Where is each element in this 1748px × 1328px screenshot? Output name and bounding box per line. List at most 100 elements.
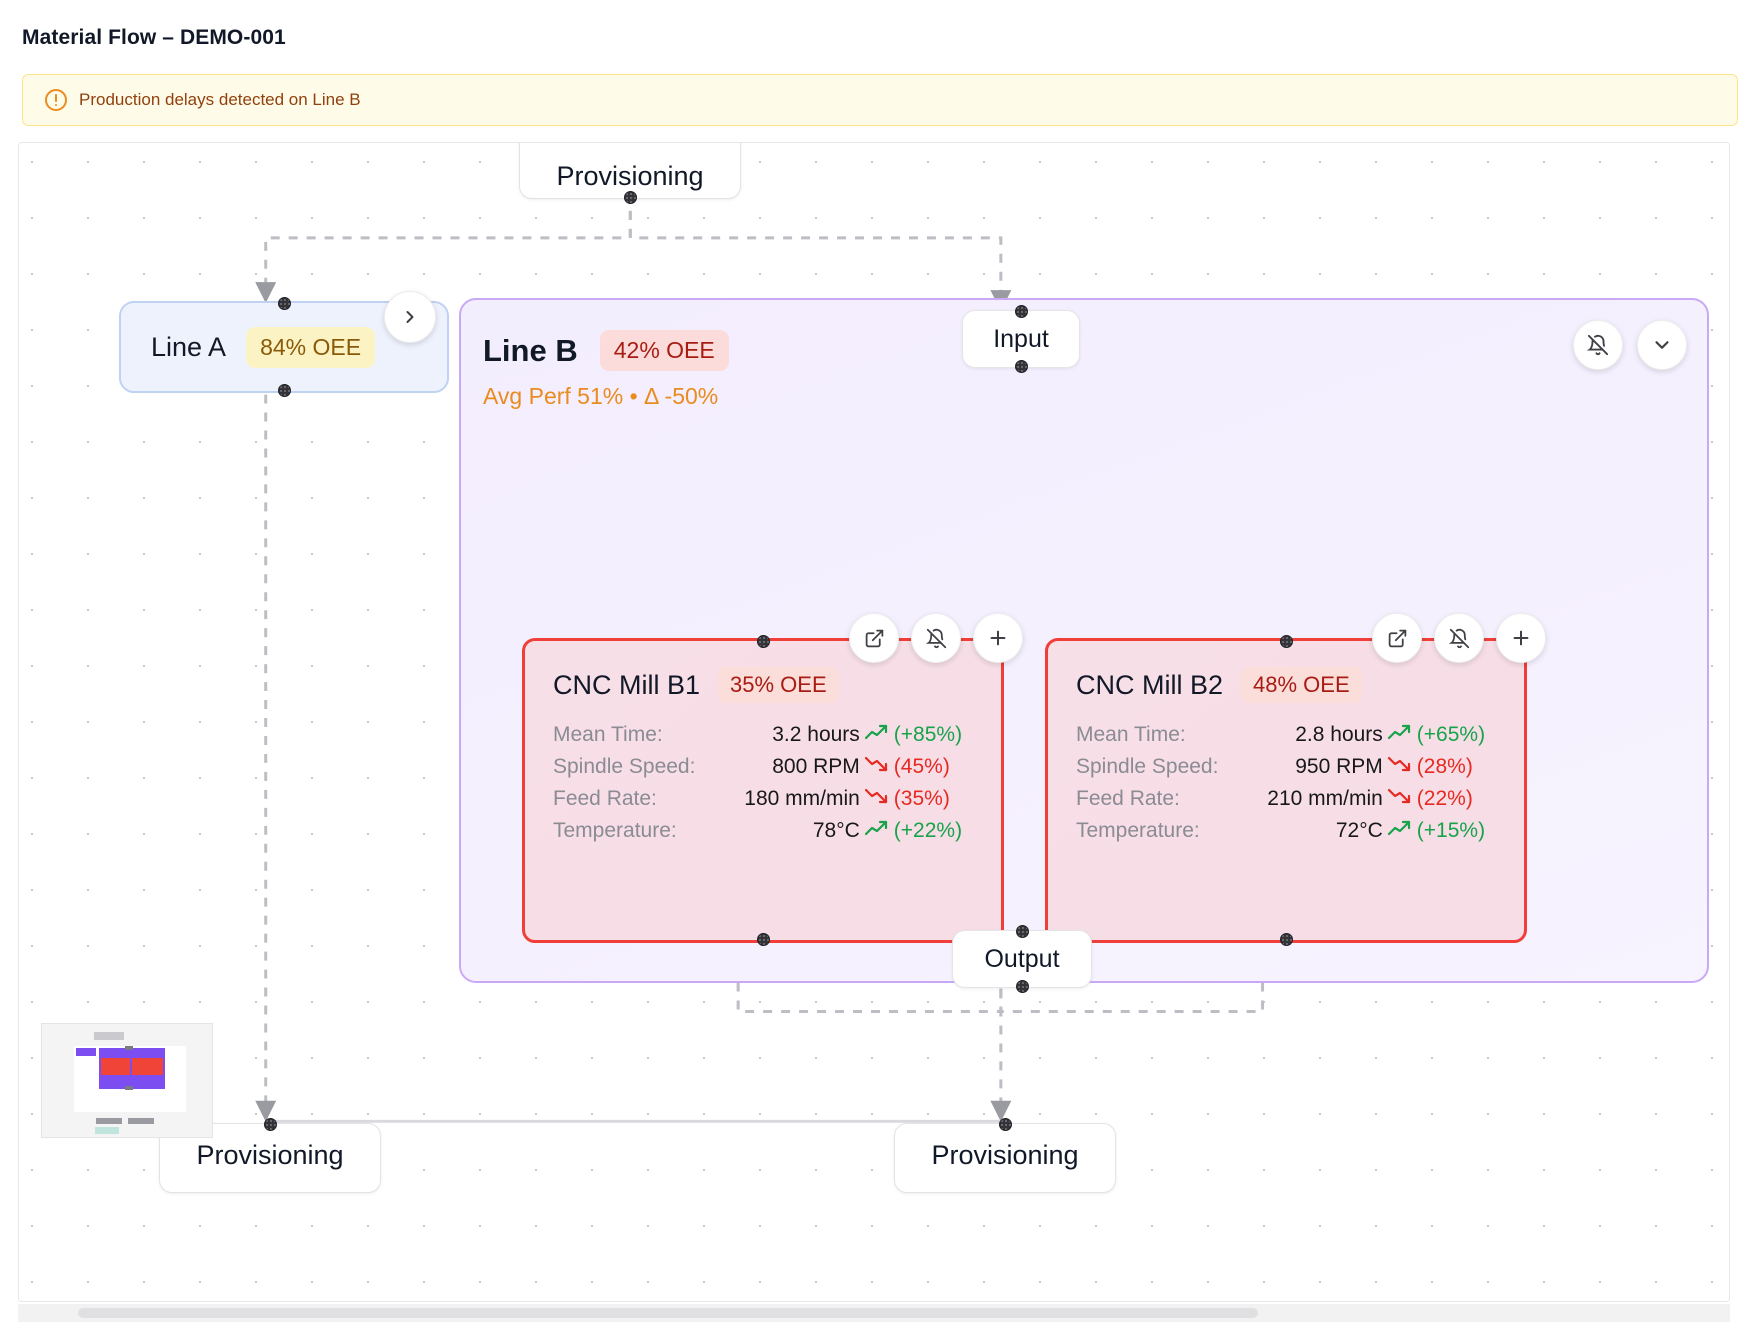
- horizontal-scrollbar[interactable]: [18, 1304, 1730, 1322]
- metric-label: Feed Rate:: [553, 787, 657, 810]
- node-handle-top[interactable]: [999, 1118, 1012, 1131]
- metric-row: Feed Rate: 210 mm/min (22%): [1076, 783, 1498, 815]
- machine-oee-badge: 48% OEE: [1241, 667, 1362, 703]
- metric-label: Mean Time:: [553, 723, 663, 746]
- node-output[interactable]: Output: [952, 925, 1092, 993]
- machine-title: CNC Mill B1: [553, 669, 701, 700]
- machine-title: CNC Mill B2: [1076, 669, 1224, 700]
- metric-label: Spindle Speed:: [1076, 755, 1219, 778]
- node-handle-bottom[interactable]: [1016, 980, 1029, 993]
- minimap[interactable]: [41, 1023, 213, 1138]
- minimap-viewport: [74, 1046, 186, 1112]
- metric-label: Spindle Speed:: [553, 755, 696, 778]
- metrics-table: Mean Time: 3.2 hours (+85%) Spindle Spee…: [553, 719, 975, 847]
- metric-row: Feed Rate: 180 mm/min (35%): [553, 783, 975, 815]
- minimap-node: [95, 1127, 119, 1134]
- metric-value: 180 mm/min: [744, 787, 860, 810]
- node-handle-bottom[interactable]: [278, 384, 291, 397]
- metric-value: 2.8 hours: [1295, 723, 1383, 746]
- metric-delta: (22%): [1416, 787, 1473, 810]
- metric-label: Temperature:: [1076, 819, 1200, 842]
- mute-notifications-button[interactable]: [1434, 613, 1484, 663]
- scrollbar-thumb[interactable]: [78, 1308, 1258, 1318]
- chevron-down-icon: [1655, 341, 1669, 349]
- add-node-button[interactable]: [973, 613, 1023, 663]
- node-label: Input: [993, 324, 1049, 353]
- metric-delta: (35%): [893, 787, 950, 810]
- metric-value: 3.2 hours: [772, 723, 860, 746]
- metric-label: Feed Rate:: [1076, 787, 1180, 810]
- external-link-icon: [865, 629, 883, 647]
- node-label: Output: [984, 944, 1060, 973]
- flow-canvas[interactable]: Provisioning Line A 84% OEE Line B 42% O…: [18, 142, 1730, 1302]
- minimap-node: [76, 1048, 96, 1056]
- node-cnc-mill-b2[interactable]: CNC Mill B2 48% OEE: [1045, 613, 1546, 946]
- node-handle-bottom[interactable]: [1280, 933, 1293, 946]
- metric-value: 950 RPM: [1295, 755, 1383, 778]
- plus-icon: [1513, 630, 1529, 646]
- metric-row: Spindle Speed: 800 RPM (45%): [553, 751, 975, 783]
- node-handle-bottom[interactable]: [757, 933, 770, 946]
- node-handle-top[interactable]: [757, 635, 770, 648]
- machine-oee-badge: 35% OEE: [718, 667, 839, 703]
- alert-banner: Production delays detected on Line B: [22, 74, 1738, 126]
- metric-delta: (+15%): [1416, 819, 1486, 842]
- node-handle-top[interactable]: [264, 1118, 277, 1131]
- node-handle-top[interactable]: [1280, 635, 1293, 648]
- bell-off-icon: [1448, 628, 1469, 648]
- metric-delta: (45%): [893, 755, 950, 778]
- metric-delta: (28%): [1416, 755, 1473, 778]
- node-handle-top[interactable]: [278, 297, 291, 310]
- metric-value: 72°C: [1335, 819, 1383, 842]
- minimap-node: [101, 1058, 130, 1075]
- metric-label: Temperature:: [553, 819, 677, 842]
- open-detail-button[interactable]: [1372, 613, 1422, 663]
- page-title: Material Flow – DEMO-001: [22, 26, 286, 49]
- minimap-node: [132, 1058, 163, 1075]
- bell-off-icon: [925, 628, 946, 648]
- plus-icon: [990, 630, 1006, 646]
- metric-delta: (+85%): [893, 723, 963, 746]
- node-cnc-mill-b1[interactable]: CNC Mill B1 35% OEE: [522, 613, 1023, 946]
- metric-label: Mean Time:: [1076, 723, 1186, 746]
- open-detail-button[interactable]: [849, 613, 899, 663]
- metric-value: 78°C: [812, 819, 860, 842]
- node-label: Provisioning: [196, 1140, 344, 1170]
- line-b-oee-badge: 42% OEE: [599, 330, 729, 371]
- minimap-node: [94, 1032, 124, 1040]
- node-label: Provisioning: [931, 1140, 1079, 1170]
- chevron-right-icon: [406, 311, 414, 323]
- trend-up-icon: [860, 719, 894, 751]
- minimap-node: [96, 1118, 122, 1124]
- trend-up-icon: [860, 815, 894, 847]
- collapse-group-button[interactable]: [1637, 320, 1687, 370]
- mute-notifications-button[interactable]: [1573, 320, 1623, 370]
- trend-down-icon: [860, 751, 894, 783]
- bell-off-icon: [1587, 334, 1609, 356]
- trend-up-icon: [1383, 719, 1417, 751]
- node-provisioning-bottom-right[interactable]: Provisioning: [894, 1118, 1116, 1193]
- node-handle-top[interactable]: [1015, 305, 1028, 318]
- alert-message: Production delays detected on Line B: [79, 90, 361, 109]
- metric-value: 210 mm/min: [1267, 787, 1383, 810]
- line-b-title: Line B: [483, 332, 578, 368]
- node-handle-top[interactable]: [1016, 925, 1029, 938]
- line-a-label: Line A: [151, 331, 227, 362]
- add-node-button[interactable]: [1496, 613, 1546, 663]
- node-handle-bottom[interactable]: [624, 191, 637, 204]
- trend-down-icon: [860, 783, 894, 815]
- node-provisioning-top[interactable]: Provisioning: [519, 143, 741, 204]
- metric-row: Mean Time: 3.2 hours (+85%): [553, 719, 975, 751]
- node-label: Provisioning: [556, 161, 704, 191]
- minimap-node: [125, 1086, 133, 1090]
- minimap-node: [128, 1118, 154, 1124]
- node-input[interactable]: Input: [962, 305, 1080, 373]
- external-link-icon: [1388, 629, 1406, 647]
- mute-notifications-button[interactable]: [911, 613, 961, 663]
- line-a-expand-button[interactable]: [384, 291, 436, 343]
- node-handle-bottom[interactable]: [1015, 360, 1028, 373]
- trend-down-icon: [1383, 783, 1417, 815]
- metric-row: Temperature: 78°C (+22%): [553, 815, 975, 847]
- metric-row: Temperature: 72°C (+15%): [1076, 815, 1498, 847]
- metric-row: Spindle Speed: 950 RPM (28%): [1076, 751, 1498, 783]
